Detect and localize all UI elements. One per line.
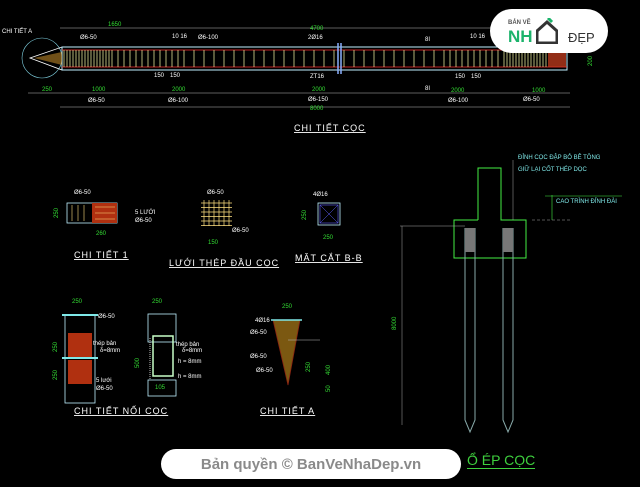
dim-label: 250 <box>282 304 293 310</box>
rebar-label: Ø6-50 <box>232 228 249 234</box>
dim-label: 150 <box>170 73 181 79</box>
dim-label: 250 <box>302 209 308 220</box>
note-cut-concrete: ĐỈNH CỌC ĐẬP BỎ BÊ TÔNG <box>518 153 601 161</box>
dim-label: 8000 <box>392 316 398 330</box>
rebar-label: ZT16 <box>310 74 325 80</box>
mesh-label: 5 LƯỚI <box>135 209 156 216</box>
total-length: 8000 <box>310 106 324 112</box>
dim-label: 250 <box>72 299 83 305</box>
logo-small-text: BẢN VẼ <box>508 20 531 26</box>
dim-label: 250 <box>53 369 59 380</box>
brand-logo: BẢN VẼ NH ĐẸP <box>490 9 608 53</box>
rebar-label: Ø6-50 <box>74 190 91 196</box>
rebar-label: Ø6-50 <box>98 314 115 320</box>
dim-label: 250 <box>306 361 312 372</box>
weld-label: h = 8mm <box>178 359 202 365</box>
mesh-label: 5 lưới <box>96 378 112 384</box>
rebar-label: 8I <box>425 37 430 43</box>
dim-label: 400 <box>326 364 332 375</box>
detail-1 <box>66 202 118 224</box>
plate-thickness: δ=8mm <box>100 348 120 354</box>
dim-label: 2000 <box>451 88 465 94</box>
stirrup-label: Ø6-50 <box>88 98 105 104</box>
detail-a-title: CHI TIẾT A <box>260 406 315 416</box>
stirrup-label: Ø6-100 <box>448 98 469 104</box>
rebar-label: Ø6-50 <box>256 368 273 374</box>
stirrup-label: Ø6-100 <box>168 98 189 104</box>
dim-label: 250 <box>323 235 334 241</box>
rebar-label: Ø6-50 <box>96 386 113 392</box>
rebar-label: 4Ø16 <box>255 318 270 324</box>
plate-label: thép bản <box>176 342 199 348</box>
rebar-label: 2Ø16 <box>308 35 323 41</box>
plate-thickness: δ=8mm <box>182 348 202 354</box>
rebar-label: Ø6-50 <box>80 35 97 41</box>
plate-label: thép bản <box>93 341 116 347</box>
callout-detail-a: CHI TIẾT A <box>2 28 32 35</box>
note-keep-rebar: GIỮ LẠI CỐT THÉP DỌC <box>518 166 587 173</box>
pile-elevation-title: Ổ ÉP CỌC <box>467 452 536 469</box>
logo-suffix: ĐẸP <box>568 30 595 45</box>
note-cap-level: CAO TRÌNH ĐỈNH ĐÀI <box>556 198 617 205</box>
dim-label: 1650 <box>108 22 122 28</box>
rebar-label: Ø6-100 <box>198 35 219 41</box>
splice-title: CHI TIẾT NỐI CỌC <box>74 405 168 416</box>
rebar-label: 10 16 <box>172 34 188 40</box>
dim-label: 150 <box>471 74 482 80</box>
mesh-grid <box>201 200 232 226</box>
detail-a-drawing <box>271 319 320 386</box>
copyright-watermark: Bản quyền © BanVeNhaDep.vn <box>161 449 461 479</box>
detail-1-title: CHI TIẾT 1 <box>74 250 129 260</box>
weld-label: h = 8mm <box>178 374 202 380</box>
dim-label: 150 <box>154 73 165 79</box>
dim-label: 1000 <box>92 87 106 93</box>
rebar-label: Ø6-50 <box>207 190 224 196</box>
house-icon <box>536 18 558 44</box>
dim-label: 1000 <box>532 88 546 94</box>
pile-elevation <box>400 160 622 434</box>
dim-label: 250 <box>42 87 53 93</box>
rebar-label: 10 16 <box>470 34 486 40</box>
dim-label: 250 <box>152 299 163 305</box>
dim-label: 8I <box>425 86 430 92</box>
rebar-label: Ø6-50 <box>135 218 152 224</box>
stirrup-label: Ø6-50 <box>523 97 540 103</box>
dim-label: 2000 <box>172 87 186 93</box>
dim-label: 250 <box>53 341 59 352</box>
dim-label: 150 <box>455 74 466 80</box>
logo-big-text: NH <box>508 27 533 46</box>
dim-label: 50 <box>326 385 332 392</box>
dim-label: 4700 <box>310 26 324 32</box>
dim-label: 250 <box>54 207 60 218</box>
rebar-label: Ø6-50 <box>250 354 267 360</box>
dim-label: 260 <box>96 231 107 237</box>
stirrup-label: Ø6-150 <box>308 97 329 103</box>
dim-label: 500 <box>135 357 141 368</box>
main-pile <box>21 27 570 108</box>
rebar-label: 4Ø16 <box>313 192 328 198</box>
dim-label: 150 <box>208 240 219 246</box>
pile-detail-title: CHI TIẾT CỌC <box>294 123 366 133</box>
rebar-label: Ø6-50 <box>250 330 267 336</box>
splice-detail <box>62 313 177 404</box>
dim-label: 200 <box>588 55 594 66</box>
section-title: MẶT CẮT B-B <box>295 253 363 263</box>
mesh-title: LƯỚI THÉP ĐẦU CỌC <box>169 258 279 268</box>
section-bb <box>317 202 341 226</box>
dim-label: 105 <box>155 385 166 391</box>
dim-label: 2000 <box>312 87 326 93</box>
